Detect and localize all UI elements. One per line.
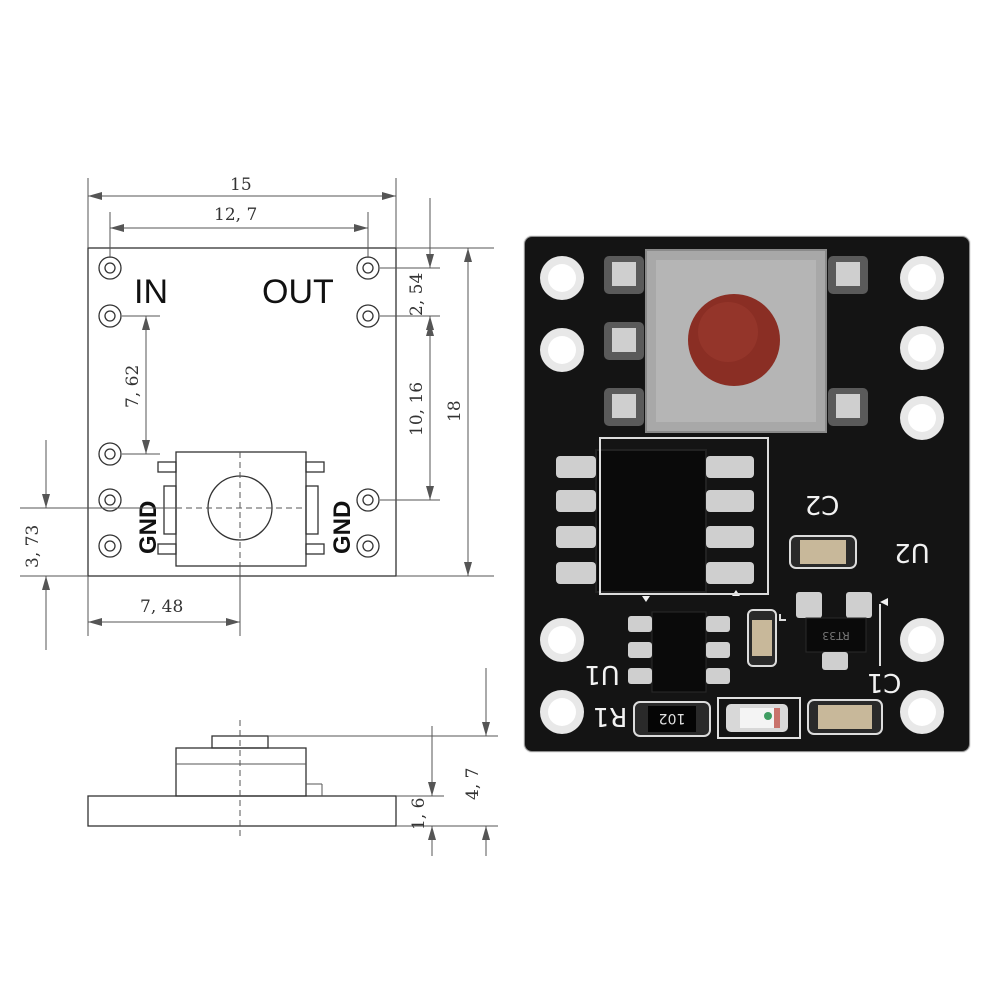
pin1-marker-u2 <box>642 596 650 602</box>
pcb-photo: RT33 102 C2 U2 C1 U1 R1 <box>523 235 971 753</box>
pin-holes-left <box>98 256 122 558</box>
silk-u1: U1 <box>584 659 620 689</box>
dimension-height-overall: 18 <box>396 247 494 577</box>
dim-1-6: 1, 6 <box>409 798 429 830</box>
dim-18: 18 <box>445 400 465 422</box>
regulator-sot23: RT33 <box>796 592 872 670</box>
chip-u2 <box>556 449 754 593</box>
dim-10-16: 10, 16 <box>407 382 427 436</box>
dimension-total-height: 4, 7 <box>268 668 498 856</box>
pin-holes-right <box>356 256 380 558</box>
silk-u2: U2 <box>894 537 930 567</box>
led <box>717 697 801 739</box>
dim-15: 15 <box>230 175 252 195</box>
chip-u1 <box>628 611 730 693</box>
dimension-width-overall: 15 <box>87 175 397 248</box>
switch-body-side <box>175 747 307 797</box>
capacitor-c1 <box>807 699 883 735</box>
dim-2-54: 2, 54 <box>407 273 427 316</box>
pin1-marker-reg <box>880 598 888 606</box>
dim-4-7: 4, 7 <box>463 768 483 800</box>
dimension-pin-column: 10, 16 <box>380 322 440 501</box>
resistor-r1: 102 <box>633 701 711 737</box>
label-in: IN <box>134 273 168 311</box>
label-out: OUT <box>262 273 334 311</box>
board-section <box>87 795 397 827</box>
pcb-holes-left <box>540 256 584 734</box>
pcb-holes-right <box>900 256 944 734</box>
resistor-code: 102 <box>659 710 686 726</box>
top-view-drawing: IN OUT GND GND 15 12, 7 2, 54 <box>20 175 494 650</box>
dimension-button-offset-x: 7, 48 <box>87 566 241 636</box>
label-gnd-left: GND <box>135 501 162 554</box>
board-outline <box>87 247 397 577</box>
dimension-board-thickness: 1, 6 <box>396 726 444 856</box>
side-view-drawing: 4, 7 1, 6 <box>87 668 498 856</box>
silk-c2: C2 <box>805 489 840 519</box>
dim-7-48: 7, 48 <box>140 597 183 617</box>
capacitor-small <box>747 609 777 667</box>
silk-c1: C1 <box>867 667 902 697</box>
capacitor-c2 <box>789 535 857 569</box>
silk-r1: R1 <box>593 701 628 731</box>
dimension-pin-span: 12, 7 <box>109 205 369 258</box>
chip-marking: RT33 <box>822 629 850 642</box>
label-gnd-right: GND <box>329 501 356 554</box>
dim-7-62: 7, 62 <box>123 365 143 408</box>
tactile-switch <box>604 249 868 433</box>
button-outline <box>157 451 325 567</box>
dim-3-73: 3, 73 <box>23 525 43 568</box>
dim-12-7: 12, 7 <box>214 205 257 225</box>
dimension-pin-gap: 7, 62 <box>122 315 160 455</box>
dimension-button-offset-y: 3, 73 <box>20 440 176 650</box>
